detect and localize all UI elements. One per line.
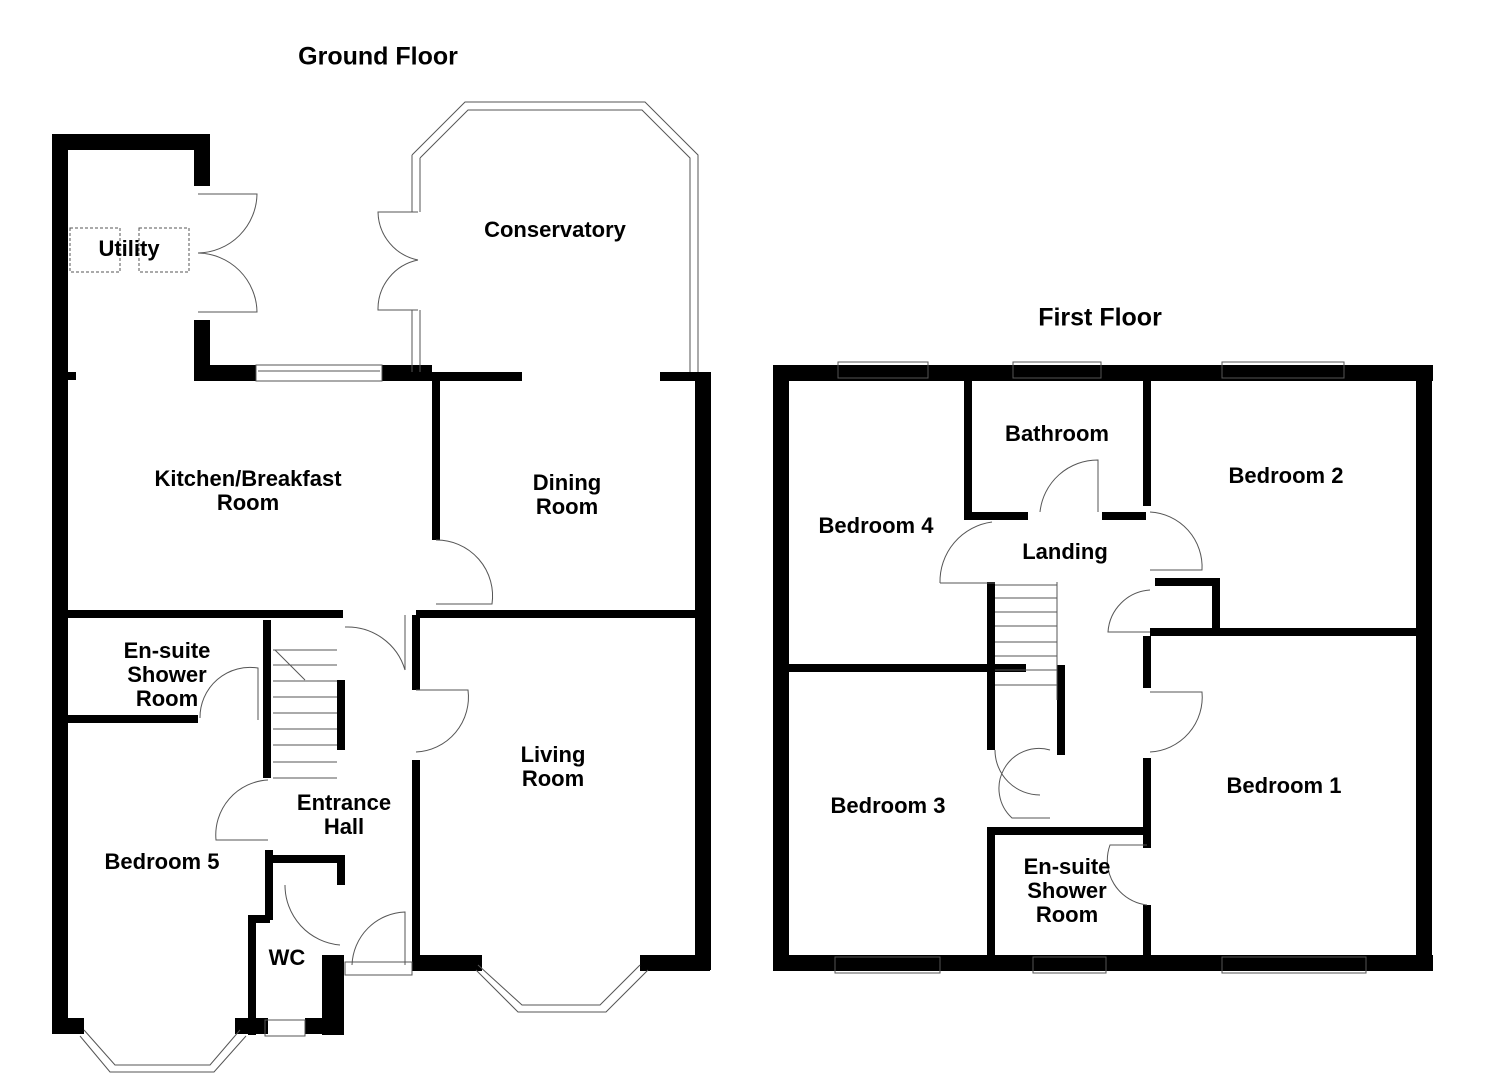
ground-floor-title: Ground Floor <box>298 42 458 71</box>
ground-floor-walls <box>52 134 711 1035</box>
room-label-bedroom-3: Bedroom 3 <box>830 793 946 818</box>
first-floor-fixtures <box>834 361 1367 974</box>
room-label-bedroom-4: Bedroom 4 <box>818 513 934 538</box>
room-label-bedroom-2: Bedroom 2 <box>1228 463 1344 488</box>
room-label-conservatory: Conservatory <box>484 217 626 242</box>
room-label-entrance-hall: Entrance Hall <box>296 790 392 839</box>
room-label-living: Living Room <box>520 742 586 791</box>
room-label-bathroom: Bathroom <box>1005 421 1109 446</box>
room-label-dining: Dining Room <box>532 470 602 519</box>
room-label-wc: WC <box>268 945 306 970</box>
room-label-landing: Landing <box>1022 539 1108 564</box>
room-label-ensuite-first: En-suite Shower Room <box>1023 854 1111 927</box>
room-label-bedroom-1: Bedroom 1 <box>1226 773 1342 798</box>
ground-floor-fixtures <box>69 101 699 1073</box>
first-floor-title: First Floor <box>1038 303 1162 332</box>
room-label-bedroom-5: Bedroom 5 <box>104 849 220 874</box>
room-label-utility: Utility <box>98 236 160 261</box>
room-label-kitchen-breakfast: Kitchen/Breakfast Room <box>154 466 342 515</box>
first-floor-walls <box>773 365 1433 971</box>
room-label-ensuite-ground: En-suite Shower Room <box>123 638 211 711</box>
